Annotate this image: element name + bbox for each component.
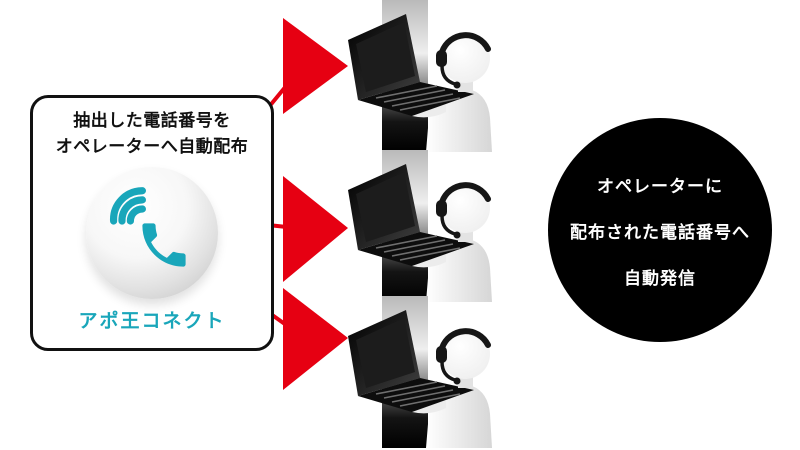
operator-3 — [348, 296, 492, 448]
operator-2 — [348, 150, 492, 302]
distribution-caption: 抽出した電話番号を オペレーターへ自動配布 — [56, 109, 249, 160]
phone-icon — [109, 187, 186, 267]
circle-line-2: 配布された電話番号へ — [570, 222, 750, 243]
caption-line-2: オペレーターへ自動配布 — [55, 136, 249, 157]
caption-line-1: 抽出した電話番号を — [73, 111, 231, 131]
circle-line-3: 自動発信 — [624, 268, 696, 289]
product-name: アポ王コネクト — [78, 310, 226, 332]
operator-1 — [348, 0, 492, 152]
apo-king-connect-panel: 抽出した電話番号を オペレーターへ自動配布 アポ王コネクト — [30, 95, 274, 351]
arrow-to-operator-2 — [283, 176, 348, 282]
arrow-to-operator-1 — [283, 18, 348, 114]
auto-dial-circle: オペレーターに 配布された電話番号へ 自動発信 — [548, 118, 772, 342]
circle-line-1: オペレーターに — [597, 176, 723, 197]
phone-sphere — [86, 167, 218, 299]
arrow-to-operator-3 — [283, 288, 348, 390]
